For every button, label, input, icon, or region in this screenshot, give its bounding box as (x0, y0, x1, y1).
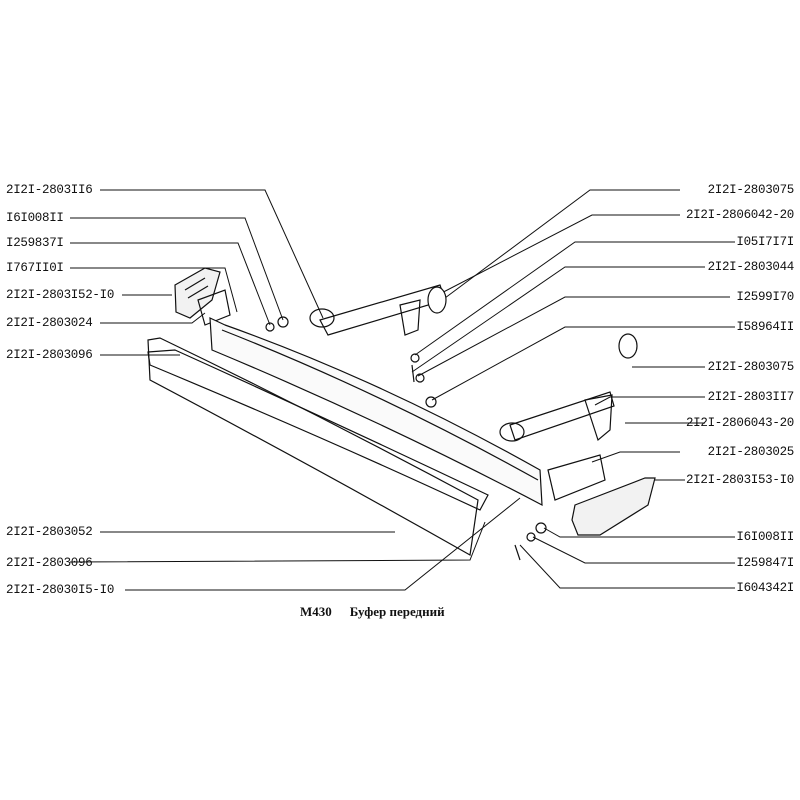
part-label: 2I2I-2806042-20 (685, 208, 794, 222)
part-label: 2I2I-2803052 (6, 525, 93, 539)
left-bracket (197, 289, 231, 326)
bumper-bar (209, 317, 543, 507)
part-label: I259837I (6, 236, 64, 250)
part-label: 2I2I-2803075 (707, 360, 795, 374)
bumper-trim-upper (147, 349, 489, 511)
part-label: I2599I70 (736, 290, 794, 304)
part-label: 2I2I-2803025 (707, 445, 795, 459)
part-label: 2I2I-2803024 (6, 316, 93, 330)
bumper-trim-lower (147, 337, 479, 556)
left-mount-tube (309, 284, 447, 336)
right-end-cap (571, 477, 656, 536)
part-label: 2I2I-2803I53-I0 (685, 473, 794, 487)
part-label: I767II0I (6, 261, 64, 275)
left-end-cap (174, 267, 221, 319)
diagram-code: M430 (300, 604, 332, 619)
part-label: I6I008II (736, 530, 794, 544)
part-label: 2I2I-2803II7 (707, 390, 795, 404)
part-label: I6I008II (6, 211, 64, 225)
part-label: I259847I (736, 556, 794, 570)
part-label: 2I2I-2806043-20 (685, 416, 794, 430)
right-bracket (547, 454, 606, 501)
part-label: I05I7I7I (736, 235, 794, 249)
part-label: I604342I (736, 581, 794, 595)
part-label: 2I2I-2803096 (6, 556, 93, 570)
part-label: 2I2I-2803075 (707, 183, 795, 197)
fasteners (265, 316, 547, 561)
diagram-title: Буфер передний (349, 604, 445, 619)
leader-lines (69, 189, 735, 591)
part-label: 2I2I-2803II6 (6, 183, 93, 197)
part-label: 2I2I-2803044 (707, 260, 795, 274)
part-label: I58964II (736, 320, 794, 334)
part-label: 2I2I-2803096 (6, 348, 93, 362)
diagram-caption: M430 Буфер передний (300, 604, 463, 620)
right-mount-tube (499, 333, 638, 442)
part-label: 2I2I-2803I52-I0 (6, 288, 115, 302)
part-label: 2I2I-28030I5-I0 (6, 583, 115, 597)
